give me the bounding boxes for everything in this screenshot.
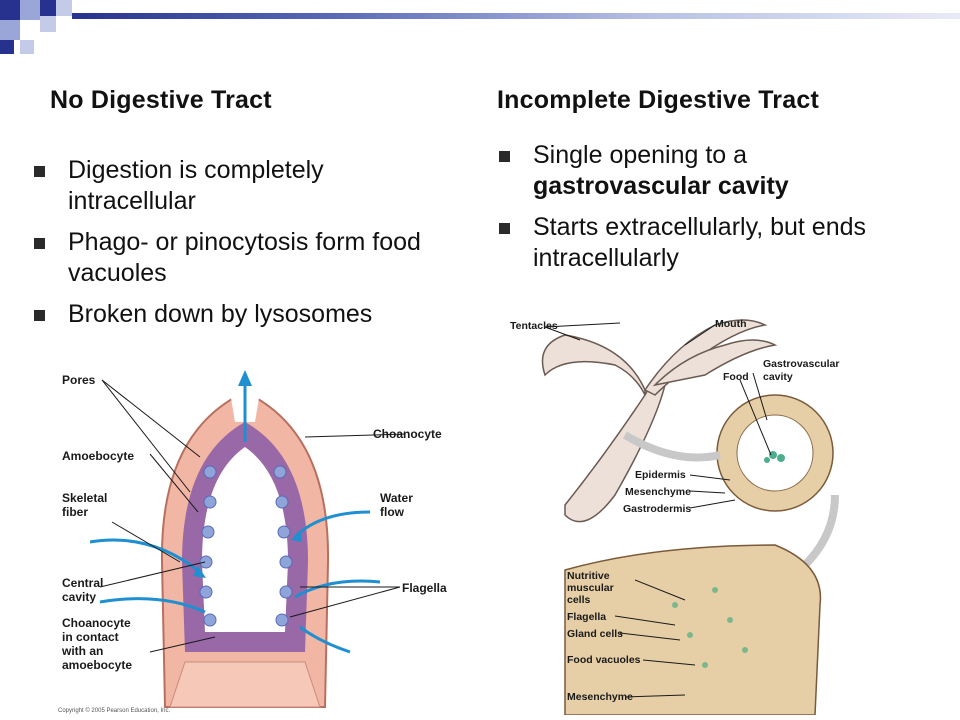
arrowheads [193, 370, 302, 578]
label-muscular: muscular [567, 582, 614, 594]
label-epidermis: Epidermis [635, 469, 686, 481]
label-fiber: fiber [62, 505, 88, 519]
right-heading: Incomplete Digestive Tract [497, 86, 819, 114]
deco-square [20, 20, 40, 40]
deco-square [56, 0, 72, 16]
label-gastrodermis: Gastrodermis [623, 503, 691, 515]
label-pores: Pores [62, 373, 96, 387]
left-bullet-list: Digestion is completely intracellular Ph… [32, 155, 457, 340]
label-food: Food [723, 371, 749, 383]
copyright-text: Copyright © 2005 Pearson Education, Inc. [58, 708, 171, 714]
deco-square [0, 40, 14, 54]
square-bullet-icon [34, 310, 45, 321]
right-bullet-list: Single opening to a gastrovascular cavit… [497, 140, 917, 284]
label-skeletal: Skeletal [62, 491, 107, 505]
label-amoebocyte: Amoebocyte [62, 449, 134, 463]
square-bullet-icon [499, 151, 510, 162]
choanocyte-cells [199, 465, 293, 627]
zoom-arrow [622, 431, 721, 462]
square-bullet-icon [499, 223, 510, 234]
label-flagella: Flagella [567, 611, 606, 623]
list-item: Digestion is completely intracellular [32, 155, 457, 217]
label-nutritive: Nutritive [567, 570, 610, 582]
label-central: Central [62, 576, 103, 590]
deco-square [20, 40, 34, 54]
label-cells: cells [567, 594, 591, 606]
label-mouth: Mouth [715, 318, 747, 330]
label-flagella: Flagella [402, 581, 447, 595]
bullet-text: Broken down by lysosomes [68, 300, 373, 328]
title-decoration [0, 0, 960, 54]
sponge-diagram: Pores Amoebocyte Skeletal fiber Central … [61, 370, 447, 708]
deco-square [20, 0, 40, 20]
hydra-body [541, 319, 778, 523]
deco-square [0, 20, 20, 40]
label-food-vacuoles: Food vacuoles [567, 654, 641, 666]
bullet-text: Single opening to a [533, 141, 748, 169]
bullet-bold-term: gastrovascular cavity [533, 172, 789, 200]
label-in-contact: in contact [62, 630, 119, 644]
list-item: Single opening to a gastrovascular cavit… [497, 140, 917, 202]
tissue-section [564, 544, 822, 715]
list-item: Phago- or pinocytosis form food vacuoles [32, 227, 457, 289]
list-item: Starts extracellularly, but ends intrace… [497, 212, 917, 274]
bullet-text: Starts extracellularly, but ends intrace… [533, 213, 867, 272]
label-with-an: with an [61, 644, 103, 658]
label-cavity: cavity [62, 590, 96, 604]
title-stripe [72, 13, 960, 19]
label-tentacles: Tentacles [510, 320, 558, 332]
bullet-text: Digestion is completely intracellular [68, 156, 324, 215]
label-mesenchyme: Mesenchyme [625, 486, 691, 498]
central-cavity [202, 447, 288, 632]
deco-square [40, 0, 56, 16]
leader-lines [99, 379, 406, 653]
square-bullet-icon [34, 238, 45, 249]
zoom-arrow [802, 494, 839, 568]
label-amoebocyte2: amoebocyte [62, 658, 132, 672]
label-gastro-cavity: cavity [763, 371, 793, 383]
label-water: Water [380, 491, 413, 505]
food-vacuoles [672, 587, 748, 668]
label-choanocyte: Choanocyte [373, 427, 442, 441]
bullet-text: Phago- or pinocytosis form food vacuoles [68, 228, 421, 287]
deco-square [40, 16, 56, 32]
hydra-diagram: Tentacles Mouth Food Gastrovascular cavi… [510, 318, 839, 715]
square-bullet-icon [34, 166, 45, 177]
sponge-base-tissue [169, 661, 321, 708]
label-choano-contact: Choanocyte [62, 616, 131, 630]
food-particles [764, 451, 785, 463]
deco-square [0, 0, 20, 20]
left-heading: No Digestive Tract [50, 86, 272, 114]
label-gastrovascular: Gastrovascular [763, 358, 839, 370]
label-flow: flow [380, 505, 405, 519]
water-flow-arrows [89, 382, 381, 654]
label-gland-cells: Gland cells [567, 628, 623, 640]
list-item: Broken down by lysosomes [32, 299, 457, 330]
leader-lines [544, 322, 772, 698]
label-mesenchyme-2: Mesenchyme [567, 691, 633, 703]
